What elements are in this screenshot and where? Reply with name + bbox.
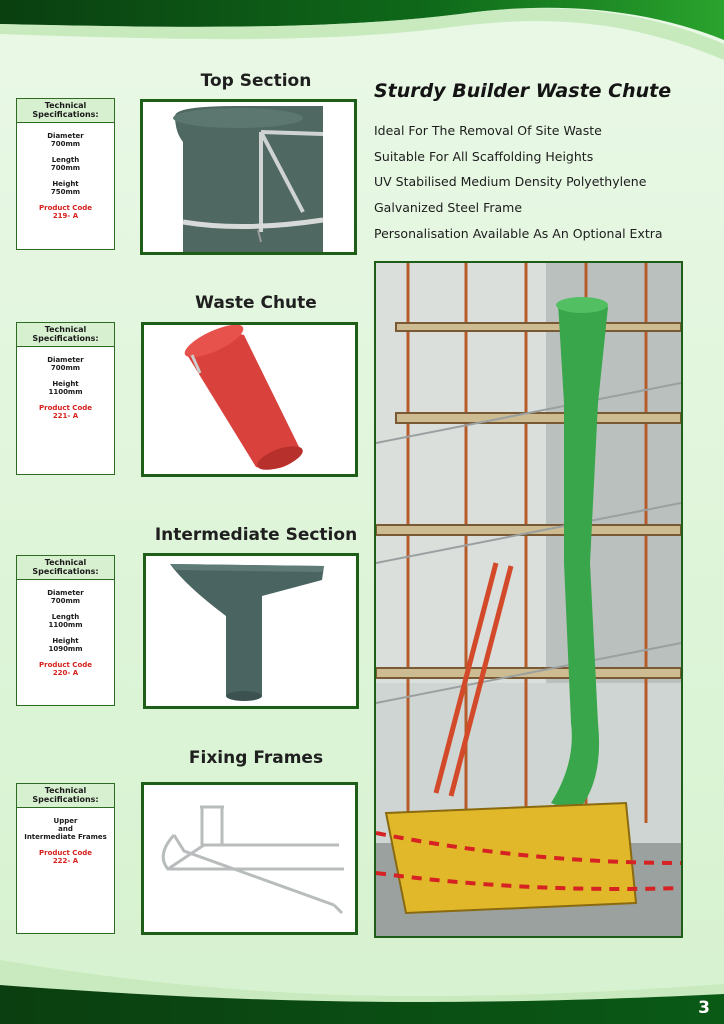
section-title-fixing-frames: Fixing Frames bbox=[188, 748, 324, 768]
spec-value: 750mm bbox=[50, 188, 81, 196]
feature-item: Galvanized Steel Frame bbox=[374, 200, 523, 216]
spec-label: Diameter bbox=[47, 589, 84, 597]
spec-value: 1100mm bbox=[48, 388, 83, 396]
scaffold-chute-photo bbox=[374, 261, 683, 938]
spec-box-top-section: Technical Specifications: Diameter 700mm… bbox=[16, 98, 115, 250]
spec-heading: Technical Specifications: bbox=[17, 556, 114, 580]
spec-heading: Technical Specifications: bbox=[17, 784, 114, 808]
page-title: Sturdy Builder Waste Chute bbox=[374, 80, 672, 102]
spec-heading: Technical Specifications: bbox=[17, 323, 114, 347]
spec-label: Height bbox=[52, 637, 79, 645]
feature-item: UV Stabilised Medium Density Polyethylen… bbox=[374, 174, 647, 190]
spec-value: 700mm bbox=[50, 164, 81, 172]
spec-value: 1100mm bbox=[48, 621, 83, 629]
feature-item: Ideal For The Removal Of Site Waste bbox=[374, 123, 602, 138]
section-title-waste-chute: Waste Chute bbox=[195, 293, 317, 313]
product-code: 220- A bbox=[52, 669, 79, 677]
spec-label: Length bbox=[51, 156, 80, 164]
fixing-frames-image bbox=[141, 782, 358, 935]
section-title-intermediate-section: Intermediate Section bbox=[154, 525, 358, 545]
spec-value: 1090mm bbox=[48, 645, 83, 653]
product-code-label: Product Code bbox=[38, 404, 93, 412]
waste-chute-image bbox=[141, 322, 358, 477]
spec-value: 700mm bbox=[50, 140, 81, 148]
spec-value: 700mm bbox=[50, 364, 81, 372]
top-section-image bbox=[140, 99, 357, 255]
spec-label: Height bbox=[52, 380, 79, 388]
spec-label: Diameter bbox=[47, 132, 84, 140]
spec-box-fixing-frames: Technical Specifications: Upper and Inte… bbox=[16, 783, 115, 934]
spec-box-waste-chute: Technical Specifications: Diameter 700mm… bbox=[16, 322, 115, 475]
product-code-label: Product Code bbox=[38, 204, 93, 212]
spec-label: Height bbox=[52, 180, 79, 188]
spec-label: Intermediate Frames bbox=[24, 833, 107, 841]
spec-value: 700mm bbox=[50, 597, 81, 605]
product-code: 222- A bbox=[52, 857, 79, 865]
spec-label: Diameter bbox=[47, 356, 84, 364]
spec-label: and bbox=[58, 825, 73, 833]
spec-label: Length bbox=[51, 613, 80, 621]
product-code: 219- A bbox=[52, 212, 79, 220]
spec-label: Upper bbox=[53, 817, 78, 825]
spec-heading: Technical Specifications: bbox=[17, 99, 114, 123]
product-code-label: Product Code bbox=[38, 849, 93, 857]
section-title-top-section: Top Section bbox=[200, 71, 312, 91]
page-number: 3 bbox=[698, 998, 710, 1018]
feature-item: Suitable For All Scaffolding Heights bbox=[374, 148, 594, 164]
spec-box-intermediate-section: Technical Specifications: Diameter 700mm… bbox=[16, 555, 115, 706]
feature-list: Ideal For The Removal Of Site Waste Suit… bbox=[374, 120, 663, 248]
product-code-label: Product Code bbox=[38, 661, 93, 669]
product-code: 221- A bbox=[52, 412, 79, 420]
intermediate-section-image bbox=[143, 553, 359, 709]
feature-item: Personalisation Available As An Optional… bbox=[374, 225, 663, 241]
